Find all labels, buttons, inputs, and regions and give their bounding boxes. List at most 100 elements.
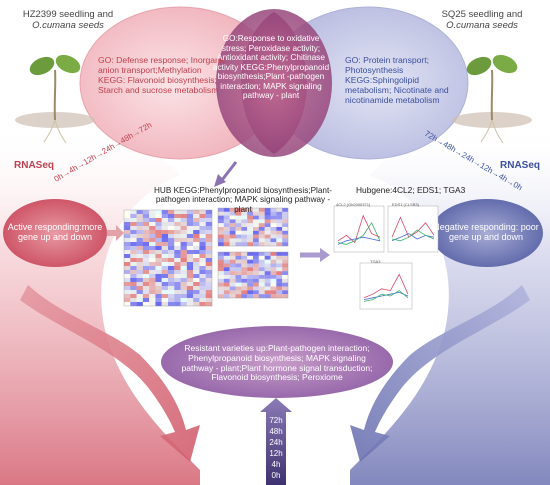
heatmap-cell: [155, 286, 162, 291]
heatmap-bottom-right: [217, 251, 289, 299]
heatmap-cell: [193, 302, 200, 307]
active-responding-oval: [3, 199, 107, 267]
heatmap-cell: [276, 219, 283, 224]
heatmap-cell: [247, 267, 254, 272]
heatmap-cell: [149, 282, 156, 287]
heatmap-cell: [199, 218, 206, 223]
heatmap-cell: [124, 294, 131, 299]
heatmap-cell: [247, 290, 254, 295]
heatmap-cell: [270, 294, 277, 299]
heatmap-cell: [241, 294, 248, 299]
heatmap-cell: [174, 238, 181, 243]
heatmap-cell: [282, 267, 289, 272]
heatmap-cell: [168, 274, 175, 279]
heatmap-cell: [253, 275, 259, 279]
heatmap-cell: [161, 210, 169, 215]
heatmap-cell: [264, 263, 271, 268]
heatmap-cell: [168, 222, 175, 227]
heatmap-cell: [205, 234, 213, 239]
heatmap-cell: [247, 230, 254, 235]
heatmap-cell: [180, 238, 187, 243]
heatmap-cell: [264, 219, 271, 224]
right-title-line2: O.cumana seeds: [446, 19, 518, 31]
heatmap-cell: [229, 223, 236, 228]
heatmap-cell: [264, 230, 271, 235]
heatmap-cell: [229, 278, 236, 283]
heatmap-cell: [142, 210, 150, 215]
timeline-label-0h: 0h: [271, 471, 281, 480]
heatmap-cell: [270, 286, 277, 291]
heatmap-cell: [205, 262, 213, 267]
heatmap-cell: [168, 238, 175, 243]
heatmap-cell: [276, 278, 283, 283]
heatmap-cell: [168, 242, 175, 247]
left-rnaseq-label: RNASeq: [14, 160, 55, 171]
heatmap-cell: [136, 254, 143, 259]
heatmap-cell: [168, 286, 175, 291]
heatmap-cell: [235, 252, 242, 256]
heatmap-cell: [136, 234, 143, 239]
heatmap-cell: [205, 250, 213, 255]
heatmap-cell: [180, 246, 187, 251]
heatmap-cell: [130, 278, 137, 283]
heatmap-cell: [282, 211, 289, 216]
heatmap-cell: [155, 210, 162, 215]
heatmap-cell: [241, 215, 248, 220]
heatmap-cell: [174, 218, 181, 223]
heatmap-cell: [253, 211, 259, 216]
heatmap-cell: [264, 271, 271, 276]
heatmap-cell: [193, 282, 200, 287]
heatmap-cell: [247, 275, 254, 279]
heatmap-cell: [130, 254, 137, 259]
heatmap-cell: [149, 238, 156, 243]
heatmap-cell: [193, 262, 200, 267]
heatmap-cell: [199, 266, 206, 271]
heatmap-cell: [130, 218, 137, 223]
chart-title-4cl2: 4CL2 (Gh2000371): [336, 202, 371, 207]
heatmap-cell: [258, 259, 265, 264]
heatmap-cell: [186, 302, 194, 307]
heatmap-cell: [168, 298, 175, 303]
heatmap-cell: [168, 214, 175, 219]
heatmap-cell: [229, 215, 236, 220]
heatmap-cell: [235, 267, 242, 272]
heatmap-cell: [264, 234, 271, 239]
heatmap-cell: [186, 262, 194, 267]
right-sample-title: SQ25 seedling and O.cumana seeds: [418, 9, 546, 32]
hubgene-text: Hubgene:4CL2; EDS1; TGA3: [356, 185, 466, 195]
heatmap-cell: [142, 274, 150, 279]
heatmap-cell: [264, 252, 271, 256]
heatmap-cell: [136, 230, 143, 235]
heatmap-cell: [155, 226, 162, 231]
heatmap-cell: [205, 242, 213, 247]
heatmap-cell: [223, 211, 230, 216]
heatmap-cell: [136, 214, 143, 219]
heatmap-cell: [264, 275, 271, 279]
heatmap-cell: [124, 286, 131, 291]
heatmap-cell: [276, 290, 283, 295]
heatmap-cell: [241, 242, 248, 247]
heatmap-cell: [235, 230, 242, 235]
heatmap-cell: [199, 274, 206, 279]
heatmap-cell: [199, 270, 206, 275]
heatmap-cell: [235, 234, 242, 239]
heatmap-cell: [130, 262, 137, 267]
heatmap-cell: [130, 282, 137, 287]
heatmap-cell: [247, 242, 254, 247]
heatmap-cell: [186, 210, 194, 215]
heatmap-cell: [161, 282, 169, 287]
heatmap-cell: [218, 255, 224, 260]
heatmap-cell: [276, 267, 283, 272]
heatmap-cell: [270, 282, 277, 287]
heatmap-cell: [130, 230, 137, 235]
heatmap-cell: [124, 258, 131, 263]
heatmap-cell: [142, 246, 150, 251]
timeline-label-4h: 4h: [271, 460, 281, 469]
heatmap-cell: [142, 270, 150, 275]
heatmap-cell: [264, 286, 271, 291]
heatmap-cell: [130, 210, 137, 215]
heatmap-cell: [161, 286, 169, 291]
heatmap-cell: [193, 254, 200, 259]
heatmap-cell: [241, 259, 248, 264]
heatmap-cell: [264, 242, 271, 247]
